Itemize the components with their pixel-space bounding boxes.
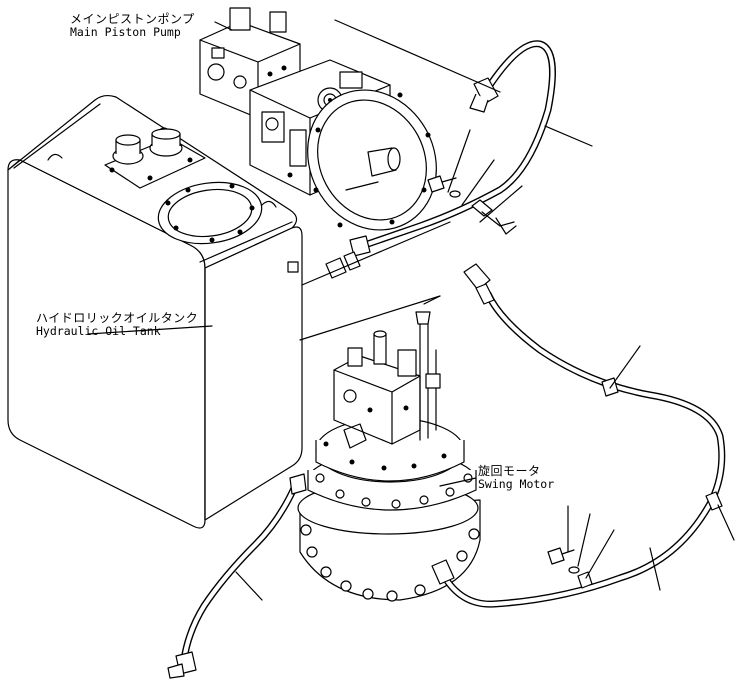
bolts-washers <box>427 175 580 574</box>
hydraulic-oil-tank <box>7 94 303 529</box>
label-main-piston-pump-en: Main Piston Pump <box>70 25 181 39</box>
label-swing-motor-en: Swing Motor <box>478 477 555 491</box>
leader-lines <box>87 19 735 601</box>
label-hydraulic-oil-tank: ハイドロリックオイルタンク Hydraulic Oil Tank <box>36 312 198 338</box>
label-swing-motor: 旋回モータ Swing Motor <box>478 465 554 491</box>
label-hydraulic-oil-tank-jp: ハイドロリックオイルタンク <box>36 311 199 325</box>
label-main-piston-pump-jp: メインピストンポンプ <box>70 12 195 26</box>
label-main-piston-pump: メインピストンポンプ Main Piston Pump <box>70 13 195 39</box>
label-swing-motor-jp: 旋回モータ <box>478 464 541 478</box>
main-piston-pump <box>199 7 437 231</box>
hoses <box>167 40 726 679</box>
label-hydraulic-oil-tank-en: Hydraulic Oil Tank <box>36 324 161 338</box>
swing-motor <box>297 311 481 602</box>
